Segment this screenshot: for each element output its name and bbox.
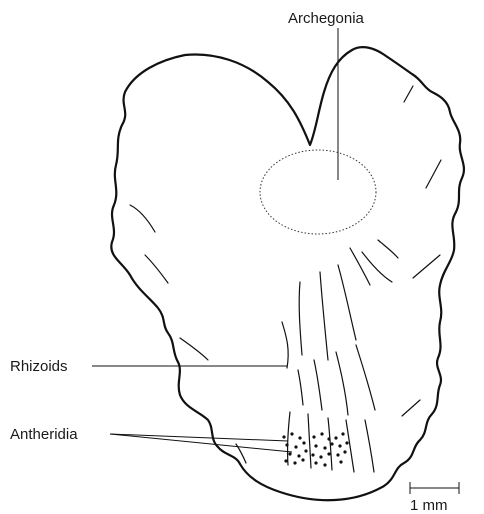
antheridium-dot <box>319 455 322 458</box>
antheridium-dot <box>311 453 314 456</box>
antheridium-dot <box>302 441 305 444</box>
rhizoid <box>365 420 374 472</box>
antheridium-dot <box>293 461 296 464</box>
antheridia-label: Antheridia <box>10 426 78 443</box>
antheridium-dot <box>285 443 288 446</box>
rhizoid <box>320 272 328 360</box>
rhizoid <box>314 360 322 410</box>
antheridium-dot <box>345 441 348 444</box>
antheridium-dot <box>298 436 301 439</box>
antheridia-dots <box>282 432 348 466</box>
antheridium-dot <box>338 444 341 447</box>
antheridium-dot <box>323 463 326 466</box>
rhizoid <box>336 352 348 415</box>
scale-bar-label: 1 mm <box>410 497 448 514</box>
antheridium-dot <box>294 445 297 448</box>
antheridium-dot <box>288 452 291 455</box>
rhizoid <box>378 240 398 258</box>
margin-stroke <box>404 86 413 102</box>
antheridia-leader-line <box>110 434 292 452</box>
antheridium-dot <box>343 450 346 453</box>
margin-stroke <box>402 400 420 416</box>
rhizoids-label: Rhizoids <box>10 358 68 375</box>
margin-stroke <box>413 255 440 278</box>
antheridium-dot <box>304 449 307 452</box>
antheridium-dot <box>301 458 304 461</box>
antheridium-dot <box>339 460 342 463</box>
scale-bar: 1 mm <box>410 482 459 514</box>
antheridium-dot <box>282 435 285 438</box>
antheridium-dot <box>341 432 344 435</box>
rhizoid <box>282 322 288 368</box>
antheridium-dot <box>284 459 287 462</box>
rhizoid <box>308 414 311 468</box>
antheridium-dot <box>312 435 315 438</box>
margin-stroke <box>145 255 168 283</box>
rhizoid <box>338 265 356 340</box>
antheridium-dot <box>327 452 330 455</box>
antheridium-dot <box>336 453 339 456</box>
margin-stroke <box>180 338 208 360</box>
rhizoid <box>298 370 303 405</box>
archegonia-label: Archegonia <box>288 10 365 27</box>
rhizoid <box>350 248 370 285</box>
antheridium-dot <box>334 436 337 439</box>
margin-stroke <box>130 205 155 232</box>
margin-stroke <box>426 160 441 188</box>
antheridium-dot <box>314 461 317 464</box>
antheridium-dot <box>290 432 293 435</box>
antheridium-dot <box>314 444 317 447</box>
antheridium-dot <box>297 454 300 457</box>
rhizoid <box>299 282 302 355</box>
antheridia-leader-line <box>110 434 288 441</box>
rhizoid <box>288 412 290 465</box>
antheridium-dot <box>330 442 333 445</box>
antheridium-dot <box>323 446 326 449</box>
rhizoid <box>356 345 375 410</box>
antheridium-dot <box>320 432 323 435</box>
archegonia-region <box>260 150 376 234</box>
antheridium-dot <box>327 437 330 440</box>
rhizoid <box>346 420 354 472</box>
